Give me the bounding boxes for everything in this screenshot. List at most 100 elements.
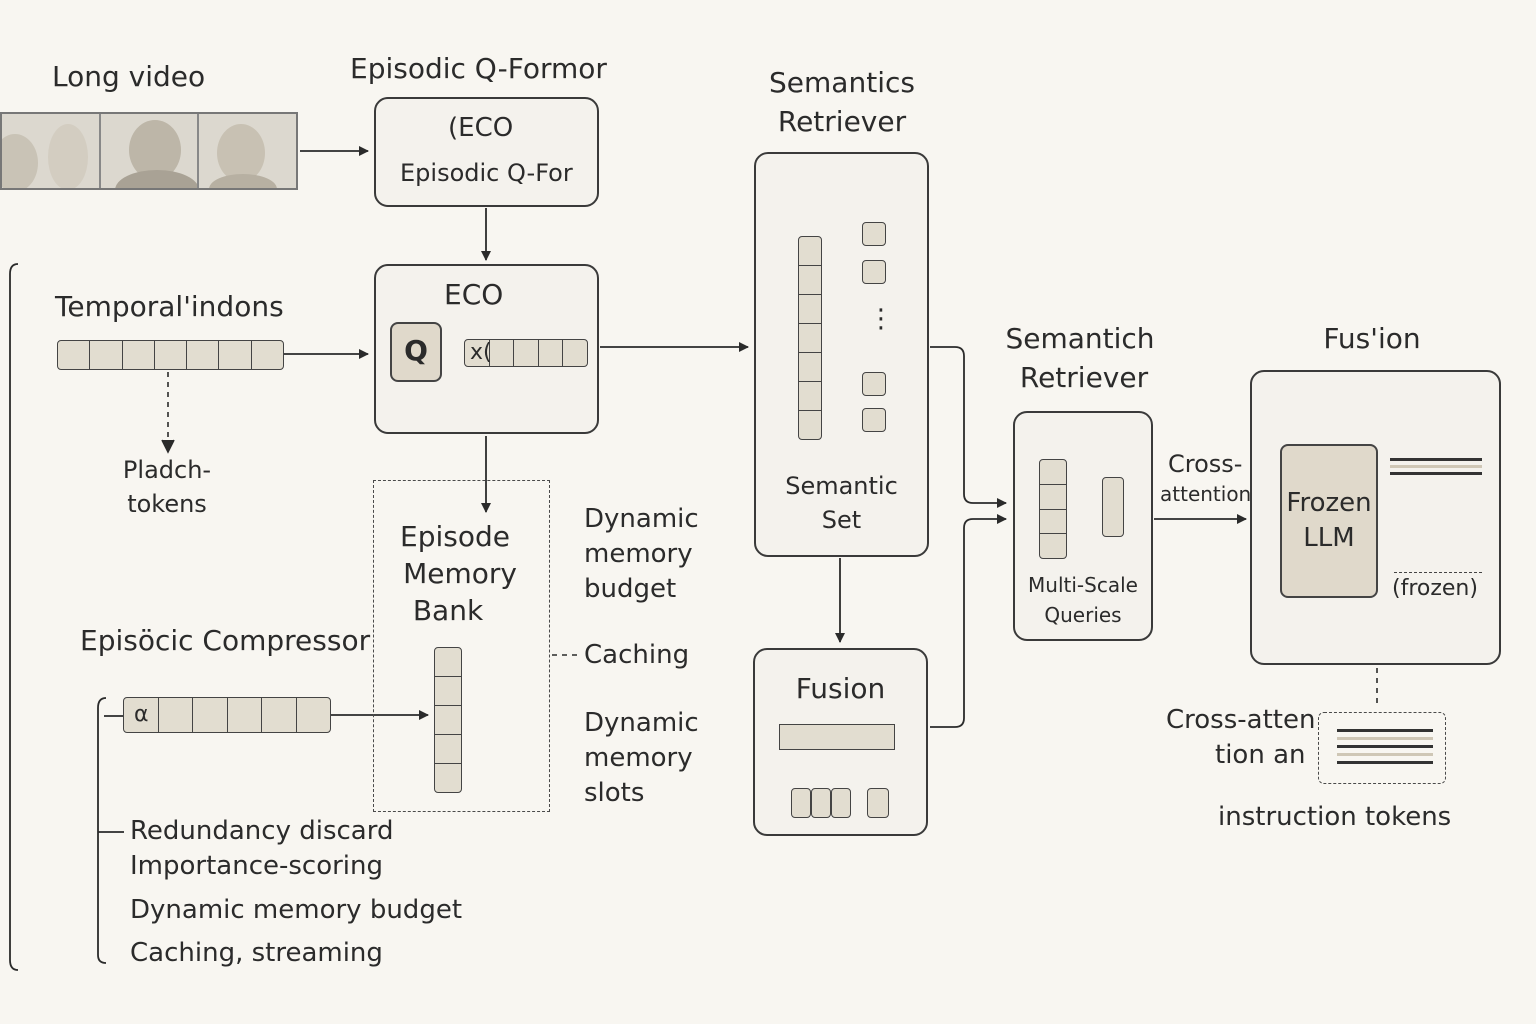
qformer-line1: (ECO [448,113,514,143]
cross-attention-line1: Cross- [1168,450,1243,478]
compressor-item: Redundancy discard [130,816,394,846]
fusion-output-cell [791,788,811,818]
semantic-set-line2: Set [821,506,862,534]
note-caching: Caching [584,640,690,670]
compressor-token [297,698,331,732]
compressor-token [228,698,262,732]
semantic-retriever2-title-1: Semantich [1005,322,1155,355]
eco-token [490,340,515,366]
long-video-label: Long video [52,60,206,93]
compressor-token-strip [123,697,331,733]
multi-scale-cell [1040,460,1066,485]
compressor-token-alpha: α [134,702,149,727]
frozen-dashed-line [1394,572,1482,573]
semantic-vector-cell [799,411,821,439]
eco-title: ECO [444,278,504,311]
frozen-llm-line1: Frozen [1286,488,1372,518]
memory-bank-line1: Episode [400,520,510,553]
note-budget-3: budget [584,574,677,604]
video-frame [199,114,296,188]
note-slots-1: Dynamic [584,708,699,738]
temporal-token [58,341,91,369]
eco-token-strip [464,339,588,367]
temporal-token [155,341,188,369]
temporal-tokens-label: Temporal'indons [55,290,284,323]
temporal-token [90,341,123,369]
semantic-retriever2-title-2: Retriever [1019,361,1149,394]
memory-slot [435,764,461,792]
semantics-retriever-title-1: Semantics [769,66,915,99]
semantic-vector-cell [799,353,821,382]
multi-scale-cell [1040,534,1066,558]
note-slots-2: memory [584,743,693,773]
eco-token [465,340,490,366]
temporal-token-strip [57,340,284,370]
video-filmstrip [0,112,298,190]
temporal-token [219,341,252,369]
multi-scale-cell [1040,510,1066,535]
multi-scale-column [1039,459,1067,559]
multi-scale-queries-box: Multi-Scale Queries [1013,411,1153,641]
compressor-item: Importance-scoring [130,851,384,881]
semantic-vector-column [798,236,822,440]
semantic-set-cell [862,222,886,246]
compressor-item: Dynamic memory budget [130,895,463,925]
fusion-output-cell [831,788,851,818]
cross-attention-line2: attention [1160,482,1252,506]
multi-scale-cell [1040,485,1066,510]
fusion-output-cell [867,788,889,818]
multi-scale-line2: Queries [1044,603,1122,627]
compressor-title: Episöcic Compressor [80,624,371,657]
semantic-vector-cell [799,237,821,266]
cross-atten-label-1: Cross-atten [1166,705,1316,735]
fusion-input-bar [779,724,895,750]
temporal-token [187,341,220,369]
episodic-qformer-box: (ECO Episodic Q-For [374,97,599,207]
qformer-line2: Episodic Q-For [400,159,573,187]
fusion-llm-box: Frozen LLM (frozen) [1250,370,1501,665]
compressor-token [262,698,297,732]
eco-x-label: x( [470,340,492,365]
multi-scale-line1: Multi-Scale [1028,573,1138,597]
memory-slot [435,735,461,764]
instruction-tokens-label: instruction tokens [1218,802,1452,832]
semantic-vector-cell [799,295,821,324]
instruction-token-lines [1337,729,1433,764]
memory-bank-line3: Bank [412,594,484,627]
temporal-token [123,341,155,369]
eco-token [563,340,587,366]
fusion-output-cell [811,788,831,818]
video-frame [2,114,101,188]
note-budget-2: memory [584,539,693,569]
semantic-vector-cell [799,382,821,411]
note-slots-3: slots [584,778,645,808]
multi-scale-output [1102,477,1124,537]
semantic-vector-cell [799,266,821,295]
fusion-big-title: Fus'ion [1323,322,1421,355]
placeholder-tokens-line1: Pladch- [122,456,212,484]
frozen-llm-line2: LLM [1303,523,1355,553]
note-budget-1: Dynamic [584,504,699,534]
frozen-note: (frozen) [1392,576,1478,601]
compressor-token [159,698,193,732]
eco-token [539,340,564,366]
compressor-token [193,698,228,732]
fusion-title: Fusion [795,672,886,705]
episodic-qformer-title: Episodic Q-Formor [350,52,607,85]
semantic-set-line1: Semantic [785,472,898,500]
fusion-box: Fusion [753,648,928,836]
memory-bank-dashed-box [373,480,550,812]
memory-slot [435,706,461,735]
memory-slot [435,677,461,706]
llm-output-lines [1390,458,1482,480]
semantic-ellipsis: ⋮ [868,304,894,334]
query-token: Q [390,322,442,382]
semantic-vector-cell [799,324,821,353]
frozen-llm-block: Frozen LLM [1280,444,1378,598]
placeholder-tokens-line2: tokens [127,490,207,518]
instruction-token-box [1318,712,1446,784]
memory-slot-column [434,647,462,793]
semantic-set-cell [862,372,886,396]
memory-bank-line2: Memory [403,557,517,590]
semantics-retriever-title-2: Retriever [777,105,907,138]
